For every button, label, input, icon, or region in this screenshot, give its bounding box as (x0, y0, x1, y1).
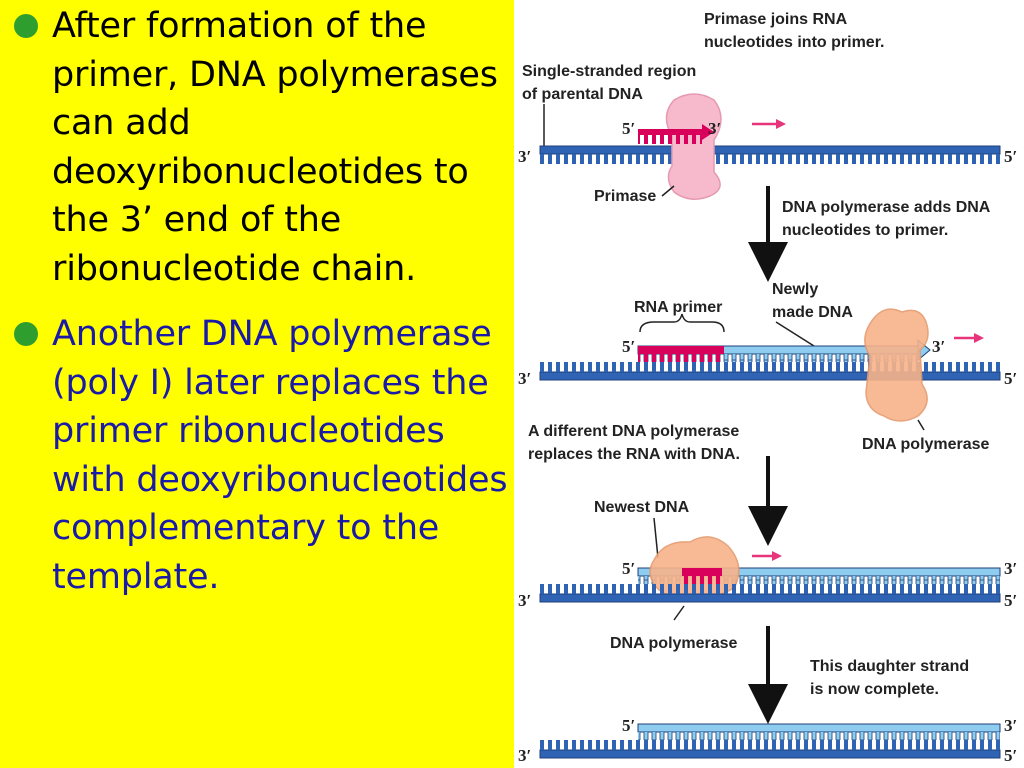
daughter-label-1: This daughter strand (810, 658, 969, 675)
bullet-dot-icon (14, 14, 38, 38)
end-5-label: 5′ (622, 559, 635, 578)
end-3-label: 3′ (518, 746, 531, 765)
end-3-label: 3′ (1004, 559, 1017, 578)
different-pol-label-2: replaces the RNA with DNA. (528, 446, 740, 463)
rna-primer (638, 129, 702, 135)
different-pol-label-1: A different DNA polymerase (528, 423, 739, 440)
newest-dna-label: Newest DNA (594, 499, 690, 516)
rna-primer-label: RNA primer (634, 299, 722, 316)
end-5-label: 5′ (1004, 591, 1017, 610)
template-strand (539, 593, 1001, 603)
end-3-label: 3′ (708, 119, 721, 138)
end-3-label: 3′ (518, 147, 531, 166)
end-3-label: 3′ (518, 369, 531, 388)
end-5-label: 5′ (622, 119, 635, 138)
dna-polymerase-enzyme (864, 308, 929, 422)
primase-enzyme (665, 93, 722, 200)
step-1: Primase joins RNA nucleotides into prime… (518, 11, 1017, 205)
template-strand (539, 371, 1001, 381)
primase-joins-label-2: nucleotides into primer. (704, 34, 884, 51)
dna-pol-adds-label-2: nucleotides to primer. (782, 222, 948, 239)
end-3-label: 3′ (932, 337, 945, 356)
step-3: Newest DNA 5′ 3′ 3′ 5′ DNA polymerase (518, 499, 1017, 652)
text-panel: After formation of the primer, DNA polym… (14, 6, 508, 597)
step-2: RNA primer Newly made DNA 5′ 3′ 3′ 5′ DN… (518, 281, 1017, 453)
end-5-label: 5′ (1004, 147, 1017, 166)
template-strand (539, 749, 1001, 759)
single-stranded-label-1: Single-stranded region (522, 63, 696, 80)
primase-joins-label-1: Primase joins RNA (704, 11, 848, 28)
direction-arrow-icon (776, 119, 786, 129)
template-bases (540, 154, 1000, 164)
end-3-label: 3′ (518, 591, 531, 610)
diagram-svg: Primase joins RNA nucleotides into prime… (518, 11, 1017, 765)
end-5-label: 5′ (622, 337, 635, 356)
end-3-label: 3′ (1004, 716, 1017, 735)
primase-label: Primase (594, 188, 656, 205)
rna-primer-bases (638, 135, 702, 144)
template-strand (539, 145, 1001, 155)
newly-made-label-1: Newly (772, 281, 818, 298)
dna-replication-diagram: Primase joins RNA nucleotides into prime… (514, 0, 1024, 768)
end-5-label: 5′ (1004, 369, 1017, 388)
dna-polymerase-label-2: DNA polymerase (610, 635, 738, 652)
end-5-label: 5′ (1004, 746, 1017, 765)
bullet-1-text: After formation of the primer, DNA polym… (52, 6, 498, 289)
dna-pol-adds-label-1: DNA polymerase adds DNA (782, 199, 991, 216)
daughter-label-2: is now complete. (810, 681, 939, 698)
bullet-2-text: Another DNA polymerase (poly I) later re… (52, 314, 508, 597)
single-stranded-label-2: of parental DNA (522, 86, 643, 103)
dna-polymerase-label-1: DNA polymerase (862, 436, 990, 453)
rna-primer (638, 346, 724, 354)
remaining-rna (682, 568, 722, 576)
direction-arrow-icon (772, 551, 782, 561)
bullet-dot-icon (14, 322, 38, 346)
newly-made-label-2: made DNA (772, 304, 853, 321)
new-dna-strand (637, 723, 1001, 733)
end-5-label: 5′ (622, 716, 635, 735)
step-4: 5′ 3′ 3′ 5′ (518, 716, 1017, 765)
direction-arrow-icon (974, 333, 984, 343)
